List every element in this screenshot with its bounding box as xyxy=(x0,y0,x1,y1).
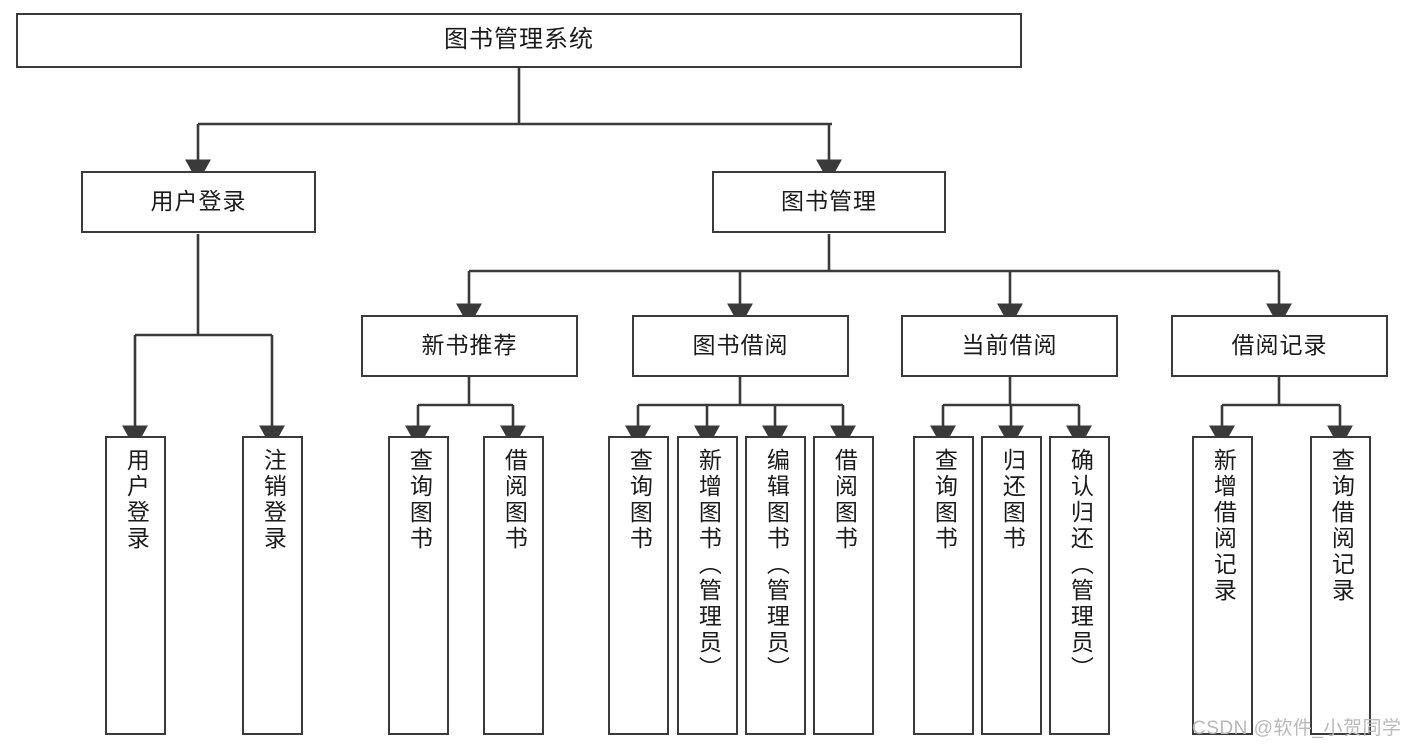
node-label: 注销登录 xyxy=(260,448,287,552)
node-leaf-add-book[interactable]: 新增图书（管理员） xyxy=(677,436,738,735)
node-leaf-borrow-book-1[interactable]: 借阅图书 xyxy=(483,436,544,735)
node-label: 编辑图书（管理员） xyxy=(763,448,790,682)
node-label: 查询图书 xyxy=(626,448,653,552)
node-leaf-user-logout[interactable]: 注销登录 xyxy=(242,436,303,735)
node-label: 查询图书 xyxy=(931,448,958,552)
node-leaf-return-book[interactable]: 归还图书 xyxy=(981,436,1042,735)
node-label: 借阅记录 xyxy=(1231,332,1328,359)
node-book-management[interactable]: 图书管理 xyxy=(712,171,946,233)
node-leaf-user-login[interactable]: 用户登录 xyxy=(105,436,166,735)
node-label: 借阅图书 xyxy=(831,448,858,552)
node-leaf-borrow-book-2[interactable]: 借阅图书 xyxy=(813,436,874,735)
node-leaf-query-book-1[interactable]: 查询图书 xyxy=(388,436,449,735)
node-label: 新书推荐 xyxy=(421,332,518,359)
node-leaf-query-book-3[interactable]: 查询图书 xyxy=(913,436,974,735)
node-leaf-edit-book[interactable]: 编辑图书（管理员） xyxy=(745,436,806,735)
node-label: 确认归还（管理员） xyxy=(1067,448,1094,682)
node-label: 借阅图书 xyxy=(501,448,528,552)
node-new-book-recommend[interactable]: 新书推荐 xyxy=(361,315,578,377)
node-label: 当前借阅 xyxy=(961,332,1058,359)
node-leaf-confirm-return[interactable]: 确认归还（管理员） xyxy=(1049,436,1110,735)
node-label: 用户登录 xyxy=(150,188,247,215)
node-borrow-record[interactable]: 借阅记录 xyxy=(1171,315,1388,377)
csdn-watermark: CSDN @软件_小贺同学 xyxy=(1192,718,1402,739)
node-label: 图书管理系统 xyxy=(444,26,594,54)
node-label: 新增图书（管理员） xyxy=(695,448,722,682)
node-label: 图书管理 xyxy=(781,188,877,215)
node-book-borrow[interactable]: 图书借阅 xyxy=(632,315,849,377)
node-leaf-query-book-2[interactable]: 查询图书 xyxy=(608,436,669,735)
node-label: 新增借阅记录 xyxy=(1210,448,1237,604)
node-label: 查询借阅记录 xyxy=(1328,448,1355,604)
node-label: 归还图书 xyxy=(999,448,1026,552)
node-label: 查询图书 xyxy=(406,448,433,552)
node-label: 图书借阅 xyxy=(692,332,789,359)
node-leaf-query-borrow-record[interactable]: 查询借阅记录 xyxy=(1310,436,1371,735)
node-current-borrow[interactable]: 当前借阅 xyxy=(901,315,1118,377)
node-label: 用户登录 xyxy=(123,448,150,552)
node-user-login[interactable]: 用户登录 xyxy=(81,171,316,233)
node-leaf-add-borrow-record[interactable]: 新增借阅记录 xyxy=(1192,436,1253,735)
node-root-book-management-system[interactable]: 图书管理系统 xyxy=(16,13,1022,68)
